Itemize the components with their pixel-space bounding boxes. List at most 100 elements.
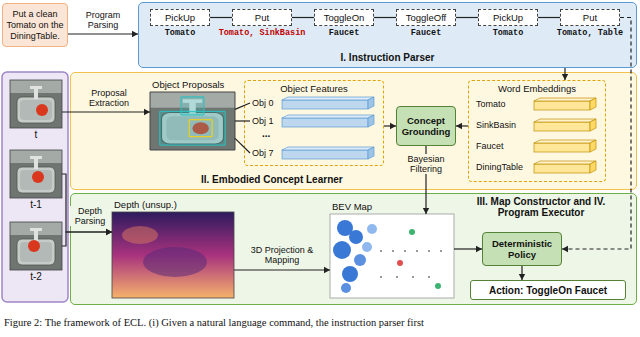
- box-label: Concept Grounding: [398, 115, 454, 137]
- connector: [62, 174, 112, 235]
- item-label: Faucet: [474, 141, 504, 151]
- connector: [456, 123, 468, 129]
- connector-line: [456, 17, 478, 18]
- map-dot: [380, 250, 382, 252]
- item-label: Obj 1: [250, 116, 274, 126]
- image-heading: BEV Map: [332, 201, 372, 212]
- frame-border: [10, 222, 62, 270]
- arrow-head: [324, 267, 330, 273]
- step-argument: Tomato: [493, 28, 524, 38]
- feature-top: [282, 147, 374, 150]
- map-marker: [397, 260, 403, 266]
- edge-label: Program Parsing: [70, 10, 136, 30]
- arrow-head: [106, 229, 112, 235]
- connector: [62, 229, 112, 246]
- step-argument: Tomato, SinkBasin: [219, 28, 306, 38]
- connector: [538, 17, 560, 18]
- policy-box: Deterministic Policy: [482, 232, 562, 266]
- connector-line: [62, 232, 112, 246]
- map-dot: [412, 276, 414, 278]
- connector: [562, 68, 568, 80]
- edge-label: Bayesian Filtering: [400, 154, 452, 174]
- feature-front: [282, 100, 368, 109]
- ellipsis-label: ...: [262, 128, 270, 140]
- connector-line: [62, 111, 150, 112]
- feature-top: [282, 97, 374, 100]
- embedding-side: [590, 119, 596, 131]
- feature-side: [368, 97, 374, 109]
- connector-line: [210, 17, 232, 18]
- map-dot: [380, 276, 382, 278]
- scene: [150, 92, 235, 150]
- program-step: PutTomato, Table: [560, 9, 620, 26]
- bev-map-image: [330, 214, 454, 298]
- frame-border: [150, 92, 235, 150]
- connector: [235, 121, 250, 122]
- frame-time: t-1: [10, 199, 62, 210]
- step-argument: Faucet: [411, 28, 442, 38]
- connector: [562, 18, 631, 253]
- feature-vectors: [282, 97, 374, 159]
- item-label: DiningTable: [474, 162, 523, 172]
- map-blob: [349, 230, 363, 244]
- map-dot: [392, 250, 394, 252]
- embedding-top: [534, 140, 596, 143]
- step-argument: Tomato: [165, 28, 196, 38]
- image-heading: Object Proposals: [152, 79, 224, 90]
- embedding-side: [590, 98, 596, 110]
- connector: [68, 31, 138, 37]
- item-label: Obj 0: [250, 98, 274, 108]
- map-blob: [354, 254, 366, 266]
- proposal-box: [181, 97, 204, 115]
- program-step: ToggleOffFaucet: [396, 9, 456, 26]
- embedding-front: [534, 101, 590, 110]
- connector-line: [538, 17, 560, 18]
- tomato: [32, 171, 44, 183]
- program-step: PutTomato, SinkBasin: [232, 9, 292, 26]
- connector-line: [235, 120, 250, 121]
- observation-panel: [2, 72, 68, 302]
- scene: [10, 222, 62, 270]
- map-dot: [396, 276, 398, 278]
- map-blob: [333, 241, 351, 259]
- arrow-head: [562, 246, 568, 252]
- step-name: ToggleOn: [324, 12, 365, 23]
- step-name: PickUp: [165, 12, 195, 23]
- program-step: ToggleOnFaucet: [314, 9, 374, 26]
- embedding-side: [590, 161, 596, 173]
- embedding-front: [534, 143, 590, 152]
- grounding-box: Concept Grounding: [396, 106, 456, 146]
- map-blob: [367, 224, 377, 234]
- map-dot: [440, 250, 442, 252]
- embedding-side: [590, 140, 596, 152]
- panel-title: III. Map Constructor and IV. Program Exe…: [461, 196, 621, 218]
- proposal-box: [160, 111, 225, 145]
- connector: [234, 267, 330, 273]
- arrow-head: [106, 229, 112, 235]
- box-label: Deterministic Policy: [484, 238, 560, 260]
- image-heading: Depth (unsup.): [114, 199, 177, 210]
- arrow-head: [476, 246, 482, 252]
- step-argument: Faucet: [329, 28, 360, 38]
- arrow-head: [423, 208, 429, 214]
- arrow-head: [390, 123, 396, 129]
- scene: [10, 80, 62, 128]
- connector-line: [562, 18, 631, 250]
- map-marker: [409, 229, 415, 235]
- embedding-top: [534, 161, 596, 164]
- instruction-box: Put a clean Tomato on the DiningTable.: [2, 3, 68, 47]
- map-dot: [428, 276, 430, 278]
- frame-border: [10, 80, 62, 128]
- connector: [384, 123, 396, 129]
- module-panel: I. Instruction ParserPickUpTomatoPutToma…: [138, 2, 637, 68]
- arrow-head: [144, 109, 150, 115]
- embedding-top: [534, 98, 596, 101]
- program-step: PickUpTomato: [150, 9, 210, 26]
- box-label: Action: ToggleOn Faucet: [489, 285, 607, 296]
- connector: [454, 246, 482, 252]
- map-dot: [416, 250, 418, 252]
- connector: [292, 17, 314, 18]
- connector-line: [234, 269, 330, 270]
- scene: [10, 150, 62, 198]
